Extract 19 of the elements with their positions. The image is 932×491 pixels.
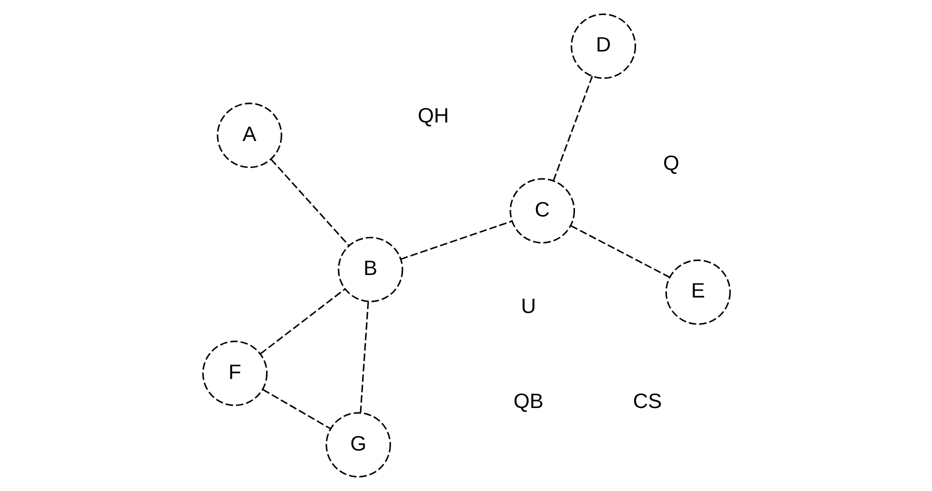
connector bbox=[259, 288, 346, 354]
connector bbox=[262, 388, 330, 430]
connector bbox=[570, 225, 670, 278]
node-circle: A bbox=[216, 102, 282, 168]
label: QB bbox=[512, 390, 544, 413]
label: CS bbox=[632, 390, 662, 413]
node-circle: G bbox=[325, 412, 390, 478]
connector bbox=[552, 76, 592, 181]
node-circle: C bbox=[509, 178, 575, 244]
connector bbox=[270, 158, 350, 246]
label: QH bbox=[417, 104, 448, 128]
node-circle: D bbox=[570, 13, 636, 79]
node-circle: B bbox=[337, 236, 403, 302]
node-circle: F bbox=[202, 340, 268, 406]
label: Q bbox=[662, 152, 679, 176]
label: U bbox=[520, 294, 536, 318]
connector bbox=[359, 302, 368, 413]
node-circle: E bbox=[664, 259, 730, 325]
connector bbox=[400, 220, 512, 260]
